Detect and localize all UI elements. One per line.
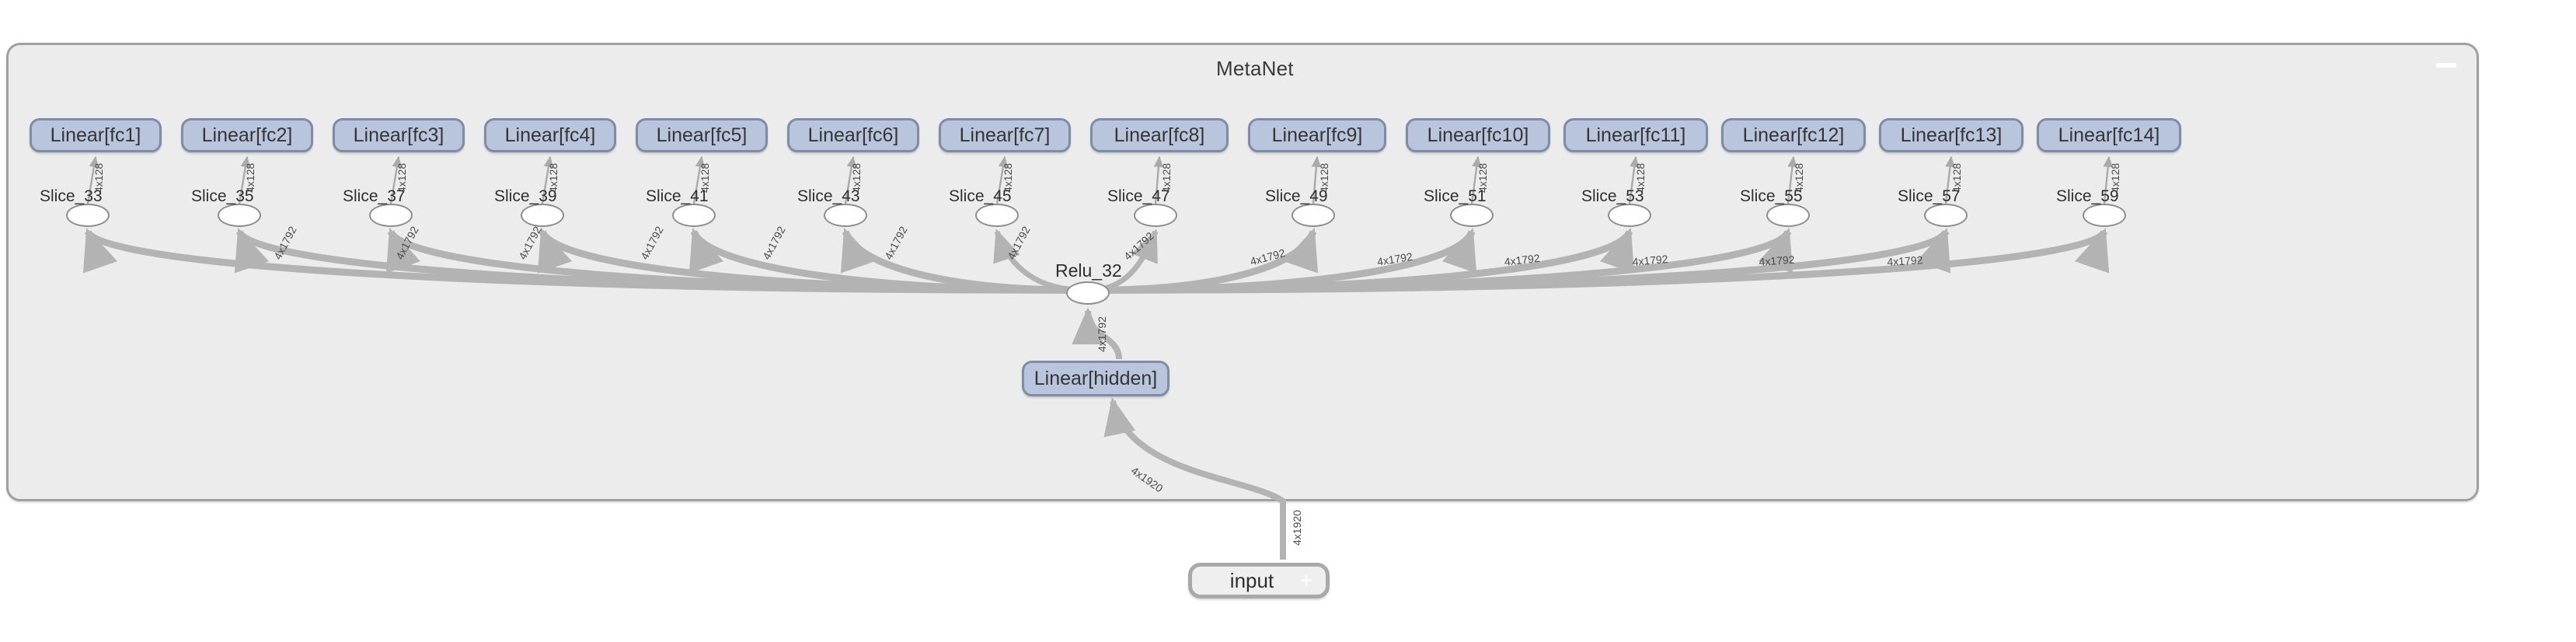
edge-label-slice-to-linear-8: 4x128 xyxy=(1160,162,1173,193)
node-slice-label-43: Slice_43 xyxy=(797,187,860,205)
node-slice-label-55: Slice_55 xyxy=(1740,187,1803,205)
node-slice-label-33: Slice_33 xyxy=(40,187,103,205)
node-linear-fc12[interactable]: Linear[fc12] xyxy=(1721,118,1866,152)
node-linear-fc6[interactable]: Linear[fc6] xyxy=(787,118,919,152)
node-relu-32[interactable] xyxy=(1066,281,1110,305)
edge-label-slice-to-linear-6: 4x128 xyxy=(850,162,863,193)
node-linear-fc13[interactable]: Linear[fc13] xyxy=(1879,118,2024,152)
node-slice-59[interactable] xyxy=(2083,204,2126,227)
edge-label-slice-to-linear-14: 4x128 xyxy=(2109,162,2121,193)
node-linear-fc11[interactable]: Linear[fc11] xyxy=(1563,118,1708,152)
node-slice-label-41: Slice_41 xyxy=(646,187,709,205)
node-linear-hidden[interactable]: Linear[hidden] xyxy=(1022,361,1169,396)
node-slice-39[interactable] xyxy=(521,204,564,227)
node-slice-55[interactable] xyxy=(1766,204,1810,227)
edge-label-relu-to-slice-13: 4x1792 xyxy=(1759,253,1796,268)
node-input[interactable]: input + xyxy=(1188,563,1330,598)
node-linear-fc8[interactable]: Linear[fc8] xyxy=(1090,118,1229,152)
edge-label-slice-to-linear-7: 4x128 xyxy=(1002,162,1014,193)
edge-label-hidden-to-relu: 4x1792 xyxy=(1096,316,1108,352)
node-linear-fc9[interactable]: Linear[fc9] xyxy=(1248,118,1386,152)
node-slice-49[interactable] xyxy=(1291,204,1335,227)
node-slice-label-49: Slice_49 xyxy=(1265,187,1328,205)
minus-icon[interactable] xyxy=(2436,63,2456,68)
node-slice-51[interactable] xyxy=(1450,204,1494,227)
edge-label-relu-to-slice-14: 4x1792 xyxy=(1886,253,1923,268)
node-slice-45[interactable] xyxy=(975,204,1019,227)
node-slice-37[interactable] xyxy=(369,204,413,227)
node-slice-label-35: Slice_35 xyxy=(191,187,254,205)
node-slice-label-39: Slice_39 xyxy=(494,187,557,205)
node-relu-32-label: Relu_32 xyxy=(1055,260,1122,281)
node-slice-label-45: Slice_45 xyxy=(949,187,1012,205)
node-slice-label-51: Slice_51 xyxy=(1424,187,1487,205)
edge-label-slice-to-linear-4: 4x128 xyxy=(547,162,559,193)
node-linear-fc4[interactable]: Linear[fc4] xyxy=(484,118,616,152)
node-slice-label-37: Slice_37 xyxy=(343,187,406,205)
edge-label-slice-to-linear-3: 4x128 xyxy=(396,162,408,193)
node-slice-label-47: Slice_47 xyxy=(1107,187,1170,205)
edge-label-slice-to-linear-2: 4x128 xyxy=(244,162,256,193)
node-slice-label-57: Slice_57 xyxy=(1898,187,1961,205)
node-slice-41[interactable] xyxy=(672,204,716,227)
node-slice-43[interactable] xyxy=(824,204,867,227)
edge-label-slice-to-linear-12: 4x128 xyxy=(1793,162,1805,193)
node-slice-53[interactable] xyxy=(1608,204,1651,227)
node-linear-fc5[interactable]: Linear[fc5] xyxy=(636,118,768,152)
node-linear-fc3[interactable]: Linear[fc3] xyxy=(333,118,465,152)
edge-label-slice-to-linear-13: 4x128 xyxy=(1950,162,1963,193)
node-linear-fc14[interactable]: Linear[fc14] xyxy=(2037,118,2181,152)
edge-label-slice-to-linear-9: 4x128 xyxy=(1318,162,1330,193)
plus-icon[interactable]: + xyxy=(1299,568,1313,592)
node-slice-57[interactable] xyxy=(1924,204,1968,227)
node-slice-47[interactable] xyxy=(1134,204,1177,227)
node-slice-33[interactable] xyxy=(66,204,110,227)
node-slice-35[interactable] xyxy=(218,204,261,227)
edge-label-slice-to-linear-11: 4x128 xyxy=(1634,162,1647,193)
edge-label-slice-to-linear-1: 4x128 xyxy=(92,162,105,193)
edge-label-input-to-hidden-lower: 4x1920 xyxy=(1291,510,1303,546)
node-linear-fc7[interactable]: Linear[fc7] xyxy=(939,118,1071,152)
node-slice-label-59: Slice_59 xyxy=(2056,187,2119,205)
edge-label-slice-to-linear-10: 4x128 xyxy=(1476,162,1489,193)
node-input-label: input xyxy=(1229,568,1274,592)
node-linear-fc1[interactable]: Linear[fc1] xyxy=(30,118,162,152)
node-linear-fc10[interactable]: Linear[fc10] xyxy=(1406,118,1550,152)
node-slice-label-53: Slice_53 xyxy=(1581,187,1644,205)
metanet-group-container[interactable] xyxy=(6,43,2479,501)
node-linear-fc2[interactable]: Linear[fc2] xyxy=(181,118,313,152)
metanet-group-title: MetaNet xyxy=(1216,57,1294,80)
edge-label-slice-to-linear-5: 4x128 xyxy=(699,162,711,193)
